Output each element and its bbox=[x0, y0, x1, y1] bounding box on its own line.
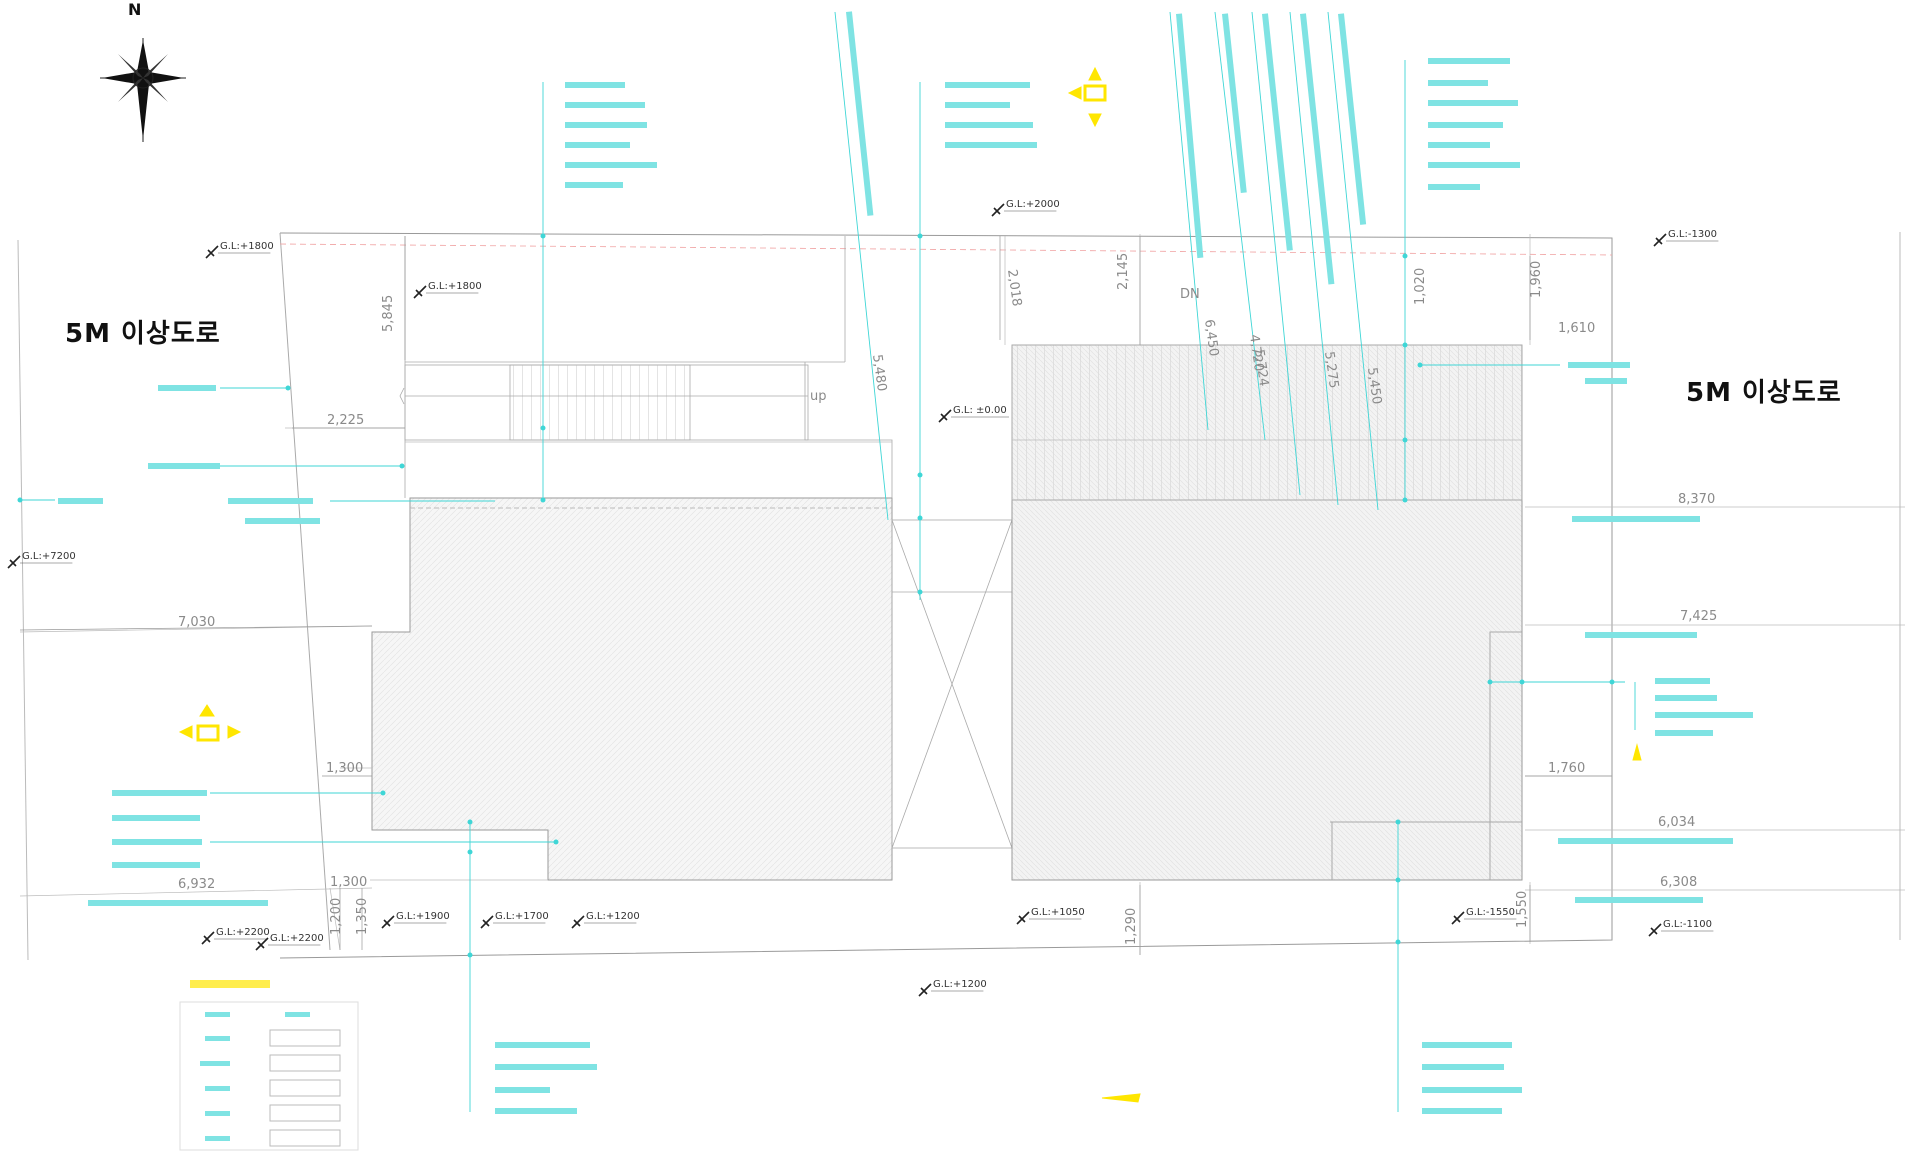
dimension-value: 2,018 bbox=[1004, 268, 1024, 307]
elevation-marker: G.L:-1550 bbox=[1451, 907, 1517, 925]
dimension-value: 7,425 bbox=[1680, 609, 1717, 624]
dimension-value: 1,350 bbox=[355, 898, 370, 935]
dimension-value: 5,724 bbox=[1251, 348, 1271, 387]
dimension-value: 6,308 bbox=[1660, 875, 1697, 890]
dimension-value: 5,275 bbox=[1321, 350, 1341, 389]
elevation-text: G.L: ±0.00 bbox=[953, 405, 1007, 416]
elevation-marker: G.L:+1200 bbox=[918, 979, 987, 997]
elevation-symbol-icon bbox=[1653, 233, 1667, 247]
elevation-symbol-icon bbox=[255, 937, 269, 951]
elevation-marker: G.L:+1700 bbox=[480, 911, 549, 929]
elevation-marker: G.L:+1900 bbox=[381, 911, 450, 929]
parcel-lines bbox=[19, 234, 1905, 955]
elevation-marker: G.L:-1300 bbox=[1653, 229, 1719, 247]
elevation-text: G.L:+1700 bbox=[495, 911, 549, 922]
dimension-value: 8,370 bbox=[1678, 492, 1715, 507]
elevation-text: G.L:+7200 bbox=[22, 551, 76, 562]
elevation-symbol-icon bbox=[201, 931, 215, 945]
dimension-value: 1,610 bbox=[1558, 321, 1595, 336]
elevation-marker: G.L:+2200 bbox=[255, 933, 324, 951]
dimension-value: 1,550 bbox=[1515, 891, 1530, 928]
dimension-value: 1,300 bbox=[330, 875, 367, 890]
elevation-symbol-icon bbox=[205, 245, 219, 259]
elevation-text: G.L:-1550 bbox=[1466, 907, 1515, 918]
elevation-text: G.L:-1300 bbox=[1668, 229, 1717, 240]
dimension-value: 7,030 bbox=[178, 615, 215, 630]
elevation-symbol-icon bbox=[413, 285, 427, 299]
elevation-marker: G.L:+1800 bbox=[205, 241, 274, 259]
elevation-symbol-icon bbox=[1451, 911, 1465, 925]
elevation-marker: G.L:+1800 bbox=[413, 281, 482, 299]
road-label-east: 5M 이상도로 bbox=[1686, 378, 1842, 408]
north-arrow-icon bbox=[100, 38, 186, 142]
elevation-symbol-icon bbox=[918, 983, 932, 997]
text-up: up bbox=[810, 389, 827, 404]
elevation-marker: G.L:+2200 bbox=[201, 927, 270, 945]
dimension-value: 1,200 bbox=[329, 898, 344, 935]
stair-northwest bbox=[399, 236, 893, 498]
dimension-value: 6,932 bbox=[178, 877, 215, 892]
dimension-value: 2,225 bbox=[327, 413, 364, 428]
dimension-value: 4,720 bbox=[1246, 333, 1266, 372]
elevation-marker: G.L:+7200 bbox=[7, 551, 76, 569]
elevation-text: G.L:+1050 bbox=[1031, 907, 1085, 918]
dimension-value: 5,450 bbox=[1364, 366, 1384, 405]
annotation-blocks bbox=[58, 58, 1753, 1114]
elevation-text: G.L:+2200 bbox=[216, 927, 270, 938]
elevation-symbol-icon bbox=[480, 915, 494, 929]
elevation-marker: G.L:-1100 bbox=[1648, 919, 1714, 937]
elevation-symbol-icon bbox=[571, 915, 585, 929]
diagonal-labels bbox=[846, 11, 1367, 285]
elevation-text: G.L:+2000 bbox=[1006, 199, 1060, 210]
elevation-symbol-icon bbox=[7, 555, 21, 569]
legend-table bbox=[179, 980, 359, 1151]
central-court bbox=[891, 519, 1013, 849]
elevation-marker: G.L:+1200 bbox=[571, 911, 640, 929]
elevation-symbol-icon bbox=[381, 915, 395, 929]
elevation-marker: G.L:+1050 bbox=[1016, 907, 1085, 925]
site-boundary bbox=[17, 232, 1901, 961]
dimension-value: 1,760 bbox=[1548, 761, 1585, 776]
dimension-value: 6,450 bbox=[1201, 318, 1221, 357]
elevation-text: G.L:-1100 bbox=[1663, 919, 1712, 930]
elevation-symbol-icon bbox=[1016, 911, 1030, 925]
elevation-text: G.L:+2200 bbox=[270, 933, 324, 944]
text-dn: DN bbox=[1180, 287, 1200, 302]
dimension-lines bbox=[19, 236, 1612, 955]
annotation-leaders bbox=[20, 11, 1636, 1112]
building-east bbox=[1011, 344, 1523, 881]
dimension-value: 1,290 bbox=[1124, 908, 1139, 945]
dimension-value: 5,480 bbox=[869, 353, 889, 392]
building-west bbox=[371, 497, 893, 881]
dimension-value: 5,845 bbox=[381, 295, 396, 332]
road-label-west: 5M 이상도로 bbox=[65, 319, 221, 349]
elevation-text: G.L:+1900 bbox=[396, 911, 450, 922]
elevation-text: G.L:+1800 bbox=[220, 241, 274, 252]
elevation-symbol-icon bbox=[938, 409, 952, 423]
entrance-markers bbox=[178, 66, 1642, 1103]
elevation-text: G.L:+1200 bbox=[933, 979, 987, 990]
elevation-text: G.L:+1200 bbox=[586, 911, 640, 922]
leader-dots bbox=[17, 233, 1615, 958]
dimension-value: 6,034 bbox=[1658, 815, 1695, 830]
dimension-value: 1,020 bbox=[1413, 268, 1428, 305]
north-label: N bbox=[128, 0, 142, 19]
elevation-text: G.L:+1800 bbox=[428, 281, 482, 292]
dimension-value: 2,145 bbox=[1116, 253, 1131, 290]
elevation-symbol-icon bbox=[1648, 923, 1662, 937]
dimension-value: 1,300 bbox=[326, 761, 363, 776]
elevation-symbol-icon bbox=[991, 203, 1005, 217]
elevation-marker: G.L:+2000 bbox=[991, 199, 1060, 217]
dimension-value: 1,960 bbox=[1529, 261, 1544, 298]
elevation-marker: G.L: ±0.00 bbox=[938, 405, 1009, 423]
